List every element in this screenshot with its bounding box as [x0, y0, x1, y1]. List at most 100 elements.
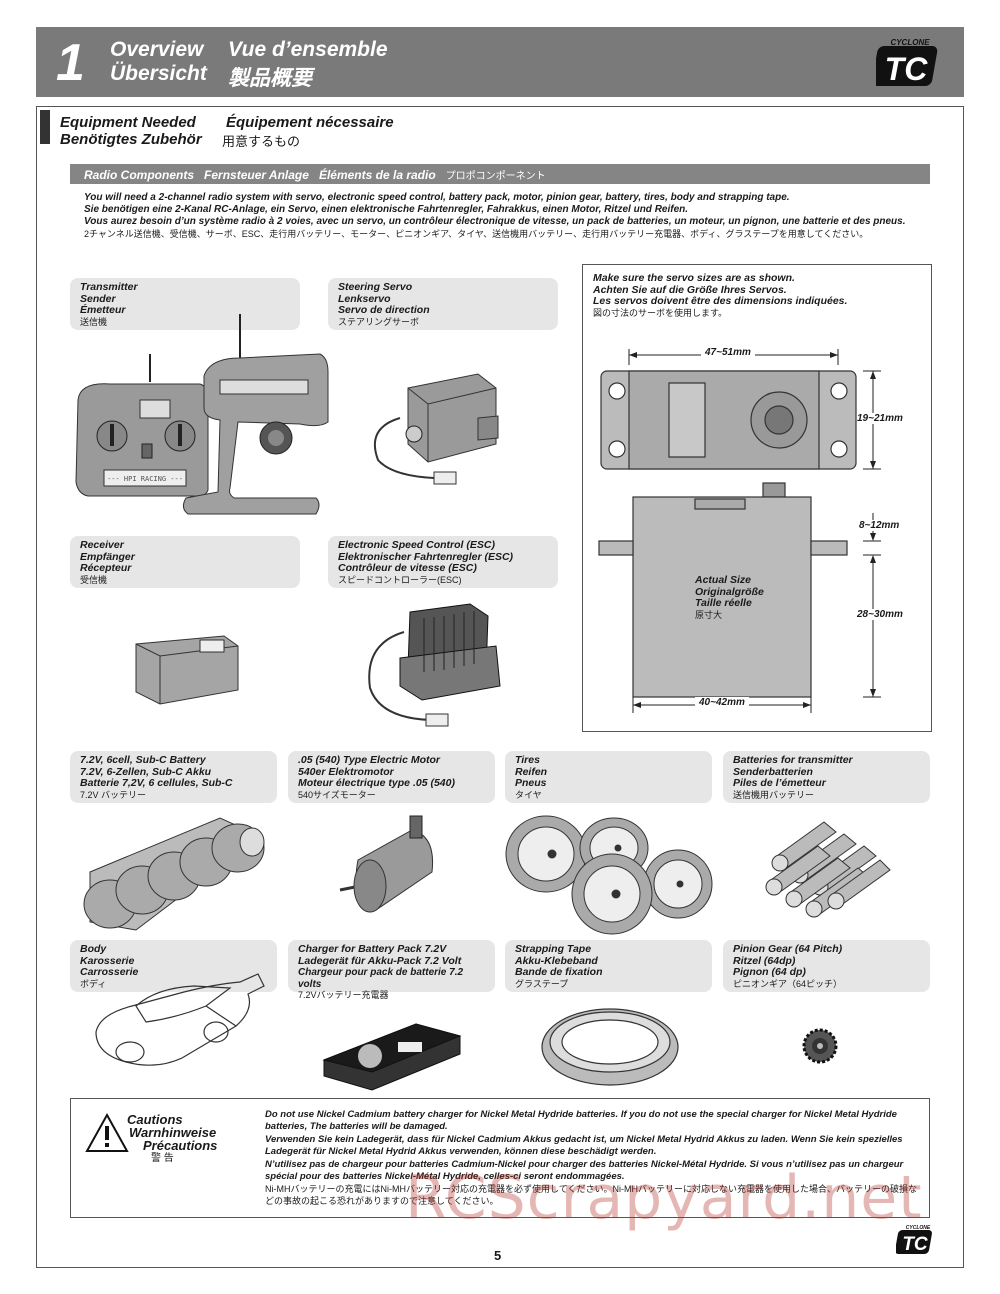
dim-8-12: 8~12mm: [859, 520, 900, 531]
title-de: Übersicht: [110, 62, 207, 85]
label-line: ステアリングサーボ: [338, 316, 420, 327]
intro-de: Sie benötigen eine 2-Kanal RC-Anlage, ei…: [84, 204, 689, 215]
label-line: Chargeur pour pack de batterie 7.2 volts: [298, 967, 464, 990]
radio-components-bar: Radio Components Fernsteuer Anlage Éléme…: [70, 164, 930, 184]
label-line: Ladegerät für Akku-Pack 7.2 Volt: [298, 954, 462, 967]
label-line: 540er Elektromotor: [298, 765, 394, 778]
battery-pack-illustration: [83, 817, 265, 931]
label-line: Contrôleur de vitesse (ESC): [338, 562, 477, 574]
label-line: 送信機: [80, 316, 108, 327]
section-title-de: Benötigtes Zubehör: [60, 131, 202, 148]
label-line: Émetteur: [80, 304, 126, 316]
label-line: Karosserie: [80, 954, 135, 967]
caution-title-line: 警 告: [151, 1153, 174, 1164]
label-steering-servo: Steering Servo Lenkservo Servo de direct…: [328, 278, 558, 330]
label-line: Pignon (64 dp): [733, 966, 806, 978]
strapping-tape-illustration: [541, 1008, 679, 1086]
label-line: 7.2V, 6-Zellen, Sub-C Akku: [80, 765, 212, 778]
servo-size-note: Make sure the servo sizes are as shown. …: [593, 272, 848, 319]
intro-en: You will need a 2-channel radio system w…: [84, 192, 790, 203]
chapter-number: 1: [56, 34, 85, 92]
actual-line: 原寸大: [695, 609, 723, 620]
caution-fr: N’utilisez pas de chargeur pour batterie…: [265, 1159, 904, 1182]
label-tires: Tires Reifen Pneus タイヤ: [505, 751, 712, 803]
svg-text:CYCLONE: CYCLONE: [906, 1225, 931, 1231]
label-motor: .05 (540) Type Electric Motor 540er Elek…: [288, 751, 495, 803]
warning-icon: [85, 1112, 129, 1152]
dim-47-51: 47~51mm: [701, 347, 755, 358]
bar-jp: プロポコンポーネント: [445, 171, 546, 182]
note-line: Achten Sie auf die Größe Ihres Servos.: [593, 283, 787, 296]
actual-line: Taille réelle: [695, 597, 752, 609]
label-line: Reifen: [515, 765, 548, 778]
label-transmitter: Transmitter Sender Émetteur 送信機: [70, 278, 300, 330]
title-fr: Vue d’ensemble: [228, 38, 388, 61]
section-title-fr: Équipement nécessaire: [226, 114, 394, 131]
label-line: 送信機用バッテリー: [733, 789, 815, 800]
servo-size-panel: Make sure the servo sizes are as shown. …: [582, 264, 932, 732]
caution-box: Cautions Warnhinweise Précautions 警 告 Do…: [70, 1098, 930, 1218]
dim-28-30: 28~30mm: [857, 609, 903, 620]
motor-illustration: [339, 815, 434, 913]
label-line: Piles de l’émetteur: [733, 777, 826, 789]
caution-en: Do not use Nickel Cadmium battery charge…: [265, 1109, 897, 1132]
label-receiver: Receiver Empfänger Récepteur 受信機: [70, 536, 300, 588]
svg-text:--- HPI RACING ---: --- HPI RACING ---: [107, 475, 183, 483]
label-line: Steering Servo: [338, 281, 413, 293]
cyclone-tc-logo: CYCLONE TC: [876, 38, 938, 87]
label-line: 7.2Vバッテリー充電器: [298, 990, 389, 1000]
charger-illustration: [322, 1023, 462, 1091]
label-line: Strapping Tape: [515, 943, 592, 955]
caution-title: Cautions Warnhinweise Précautions 警 告: [127, 1113, 217, 1165]
caution-de: Verwenden Sie kein Ladegerät, dass für N…: [265, 1134, 903, 1157]
dim-19-21: 19~21mm: [857, 413, 903, 424]
label-line: Senderbatterien: [733, 765, 813, 778]
label-pinion-gear: Pinion Gear (64 Pitch) Ritzel (64dp) Pig…: [723, 940, 930, 992]
note-line: Make sure the servo sizes are as shown.: [593, 272, 795, 284]
tires-illustration: [505, 815, 713, 935]
label-line: Tires: [515, 754, 540, 766]
esc-illustration: [368, 603, 501, 727]
bar-fr: Éléments de la radio: [318, 168, 436, 182]
label-esc: Electronic Speed Control (ESC) Elektroni…: [328, 536, 558, 588]
servo-dimension-drawing: [598, 349, 881, 713]
caution-title-line: Précautions: [143, 1138, 218, 1153]
intro-jp: 2チャンネル送信機、受信機、サーボ、ESC、走行用バッテリー、モーター、ピニオン…: [84, 229, 869, 239]
caution-jp: Ni-MHバッテリーの充電にはNi-MHバッテリー対応の充電器を必ず使用してくだ…: [265, 1184, 917, 1206]
content-frame: [36, 106, 964, 1268]
label-line: Elektronischer Fahrtenregler (ESC): [338, 550, 514, 563]
label-charger: Charger for Battery Pack 7.2V Ladegerät …: [288, 940, 495, 1000]
label-battery: 7.2V, 6cell, Sub-C Battery 7.2V, 6-Zelle…: [70, 751, 277, 803]
bar-de: Fernsteuer Anlage: [204, 168, 309, 182]
label-body: Body Karosserie Carrosserie ボディ: [70, 940, 277, 992]
label-line: .05 (540) Type Electric Motor: [298, 754, 440, 766]
label-line: Electronic Speed Control (ESC): [338, 539, 495, 551]
label-line: Transmitter: [80, 281, 138, 293]
title-jp: 製品概要: [228, 67, 312, 90]
dim-40-42: 40~42mm: [695, 697, 749, 708]
caution-title-line: Warnhinweise: [129, 1125, 217, 1140]
label-line: ボディ: [80, 978, 107, 989]
label-strapping-tape: Strapping Tape Akku-Klebeband Bande de f…: [505, 940, 712, 992]
svg-text:TC: TC: [885, 51, 929, 87]
intro-fr: Vous aurez besoin d’un système radio à 2…: [84, 216, 906, 227]
actual-line: Originalgröße: [695, 585, 764, 598]
label-line: Batteries for transmitter: [733, 754, 853, 766]
label-line: Récepteur: [80, 562, 132, 574]
label-line: タイヤ: [515, 789, 542, 800]
label-line: 540サイズモーター: [298, 789, 376, 800]
note-line: Les servos doivent être des dimensions i…: [593, 295, 848, 307]
label-line: Empfänger: [80, 550, 135, 563]
label-line: Servo de direction: [338, 304, 430, 316]
bar-en: Radio Components: [84, 168, 194, 182]
label-line: グラステープ: [515, 978, 569, 989]
svg-text:CYCLONE: CYCLONE: [890, 38, 930, 47]
caution-text: Do not use Nickel Cadmium battery charge…: [265, 1109, 925, 1209]
section-tab: [40, 110, 50, 144]
pinion-gear-illustration: [802, 1028, 838, 1064]
aa-batteries-illustration: [765, 821, 891, 918]
title-en: Overview: [110, 38, 204, 61]
servo-illustration: [373, 373, 499, 485]
label-line: Pneus: [515, 777, 547, 789]
watermark: RCScrapyard.net: [405, 1163, 923, 1233]
